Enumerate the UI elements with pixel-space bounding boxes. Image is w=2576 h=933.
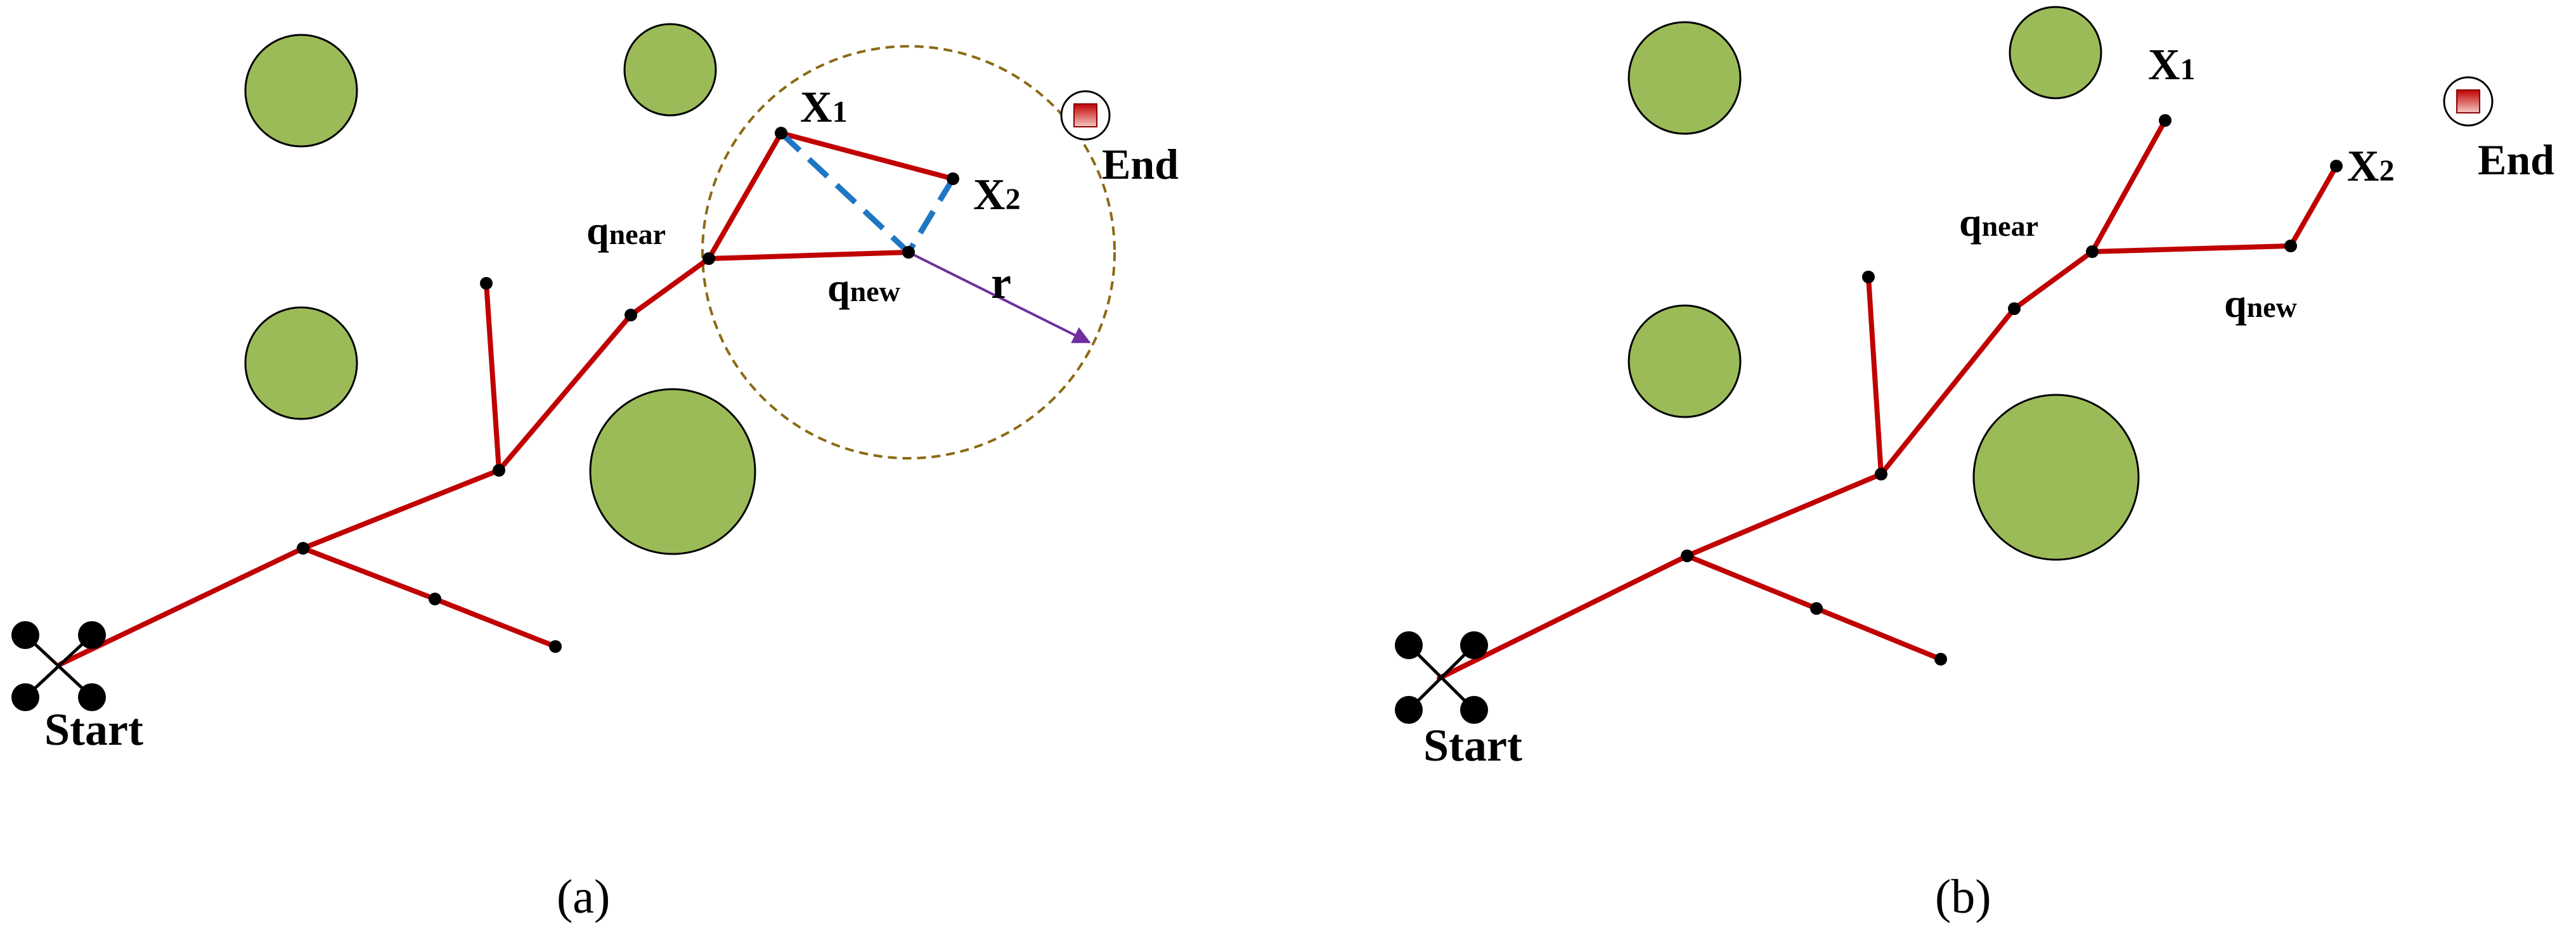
obstacle bbox=[244, 306, 358, 420]
tree-nodes bbox=[1681, 114, 2343, 666]
start-label: Start bbox=[1423, 720, 1522, 771]
panel-b-caption: (b) bbox=[1935, 870, 1991, 923]
panel-a: Start End X1 X2 qnear qnew r (a) bbox=[11, 23, 1179, 923]
obstacle bbox=[1628, 21, 1742, 135]
x2-label: X2 bbox=[2347, 142, 2395, 191]
rewire-dashes bbox=[779, 131, 955, 255]
obstacle bbox=[2009, 6, 2102, 100]
obstacle bbox=[623, 23, 717, 117]
obstacle bbox=[1972, 394, 2140, 561]
obstacle bbox=[589, 388, 756, 555]
start-robot-icon bbox=[1395, 631, 1488, 724]
end-label: End bbox=[2478, 136, 2554, 184]
search-radius-circle bbox=[701, 45, 1116, 460]
panel-b: Start End X1 X2 qnear qnew (b) bbox=[1395, 6, 2554, 923]
start-label: Start bbox=[44, 704, 143, 755]
obstacle bbox=[1628, 304, 1742, 418]
qnew-label: qnew bbox=[2224, 281, 2297, 326]
obstacle bbox=[244, 34, 358, 148]
tree-edges bbox=[1437, 118, 2339, 681]
start-robot-icon bbox=[11, 621, 106, 711]
qnear-label: qnear bbox=[586, 208, 666, 253]
goal-marker-icon bbox=[2443, 76, 2494, 127]
x1-label: X1 bbox=[2148, 41, 2196, 89]
x2-label: X2 bbox=[973, 171, 1021, 219]
radius-label: r bbox=[991, 257, 1011, 308]
goal-marker-icon bbox=[1060, 90, 1111, 141]
tree-nodes bbox=[297, 127, 959, 653]
tree-edges bbox=[58, 131, 955, 667]
x1-label: X1 bbox=[800, 83, 848, 132]
qnear-label: qnear bbox=[1959, 200, 2038, 245]
panel-a-caption: (a) bbox=[557, 870, 610, 923]
qnew-label: qnew bbox=[827, 265, 900, 310]
radius-arrow bbox=[908, 251, 1091, 344]
end-label: End bbox=[1102, 140, 1179, 188]
